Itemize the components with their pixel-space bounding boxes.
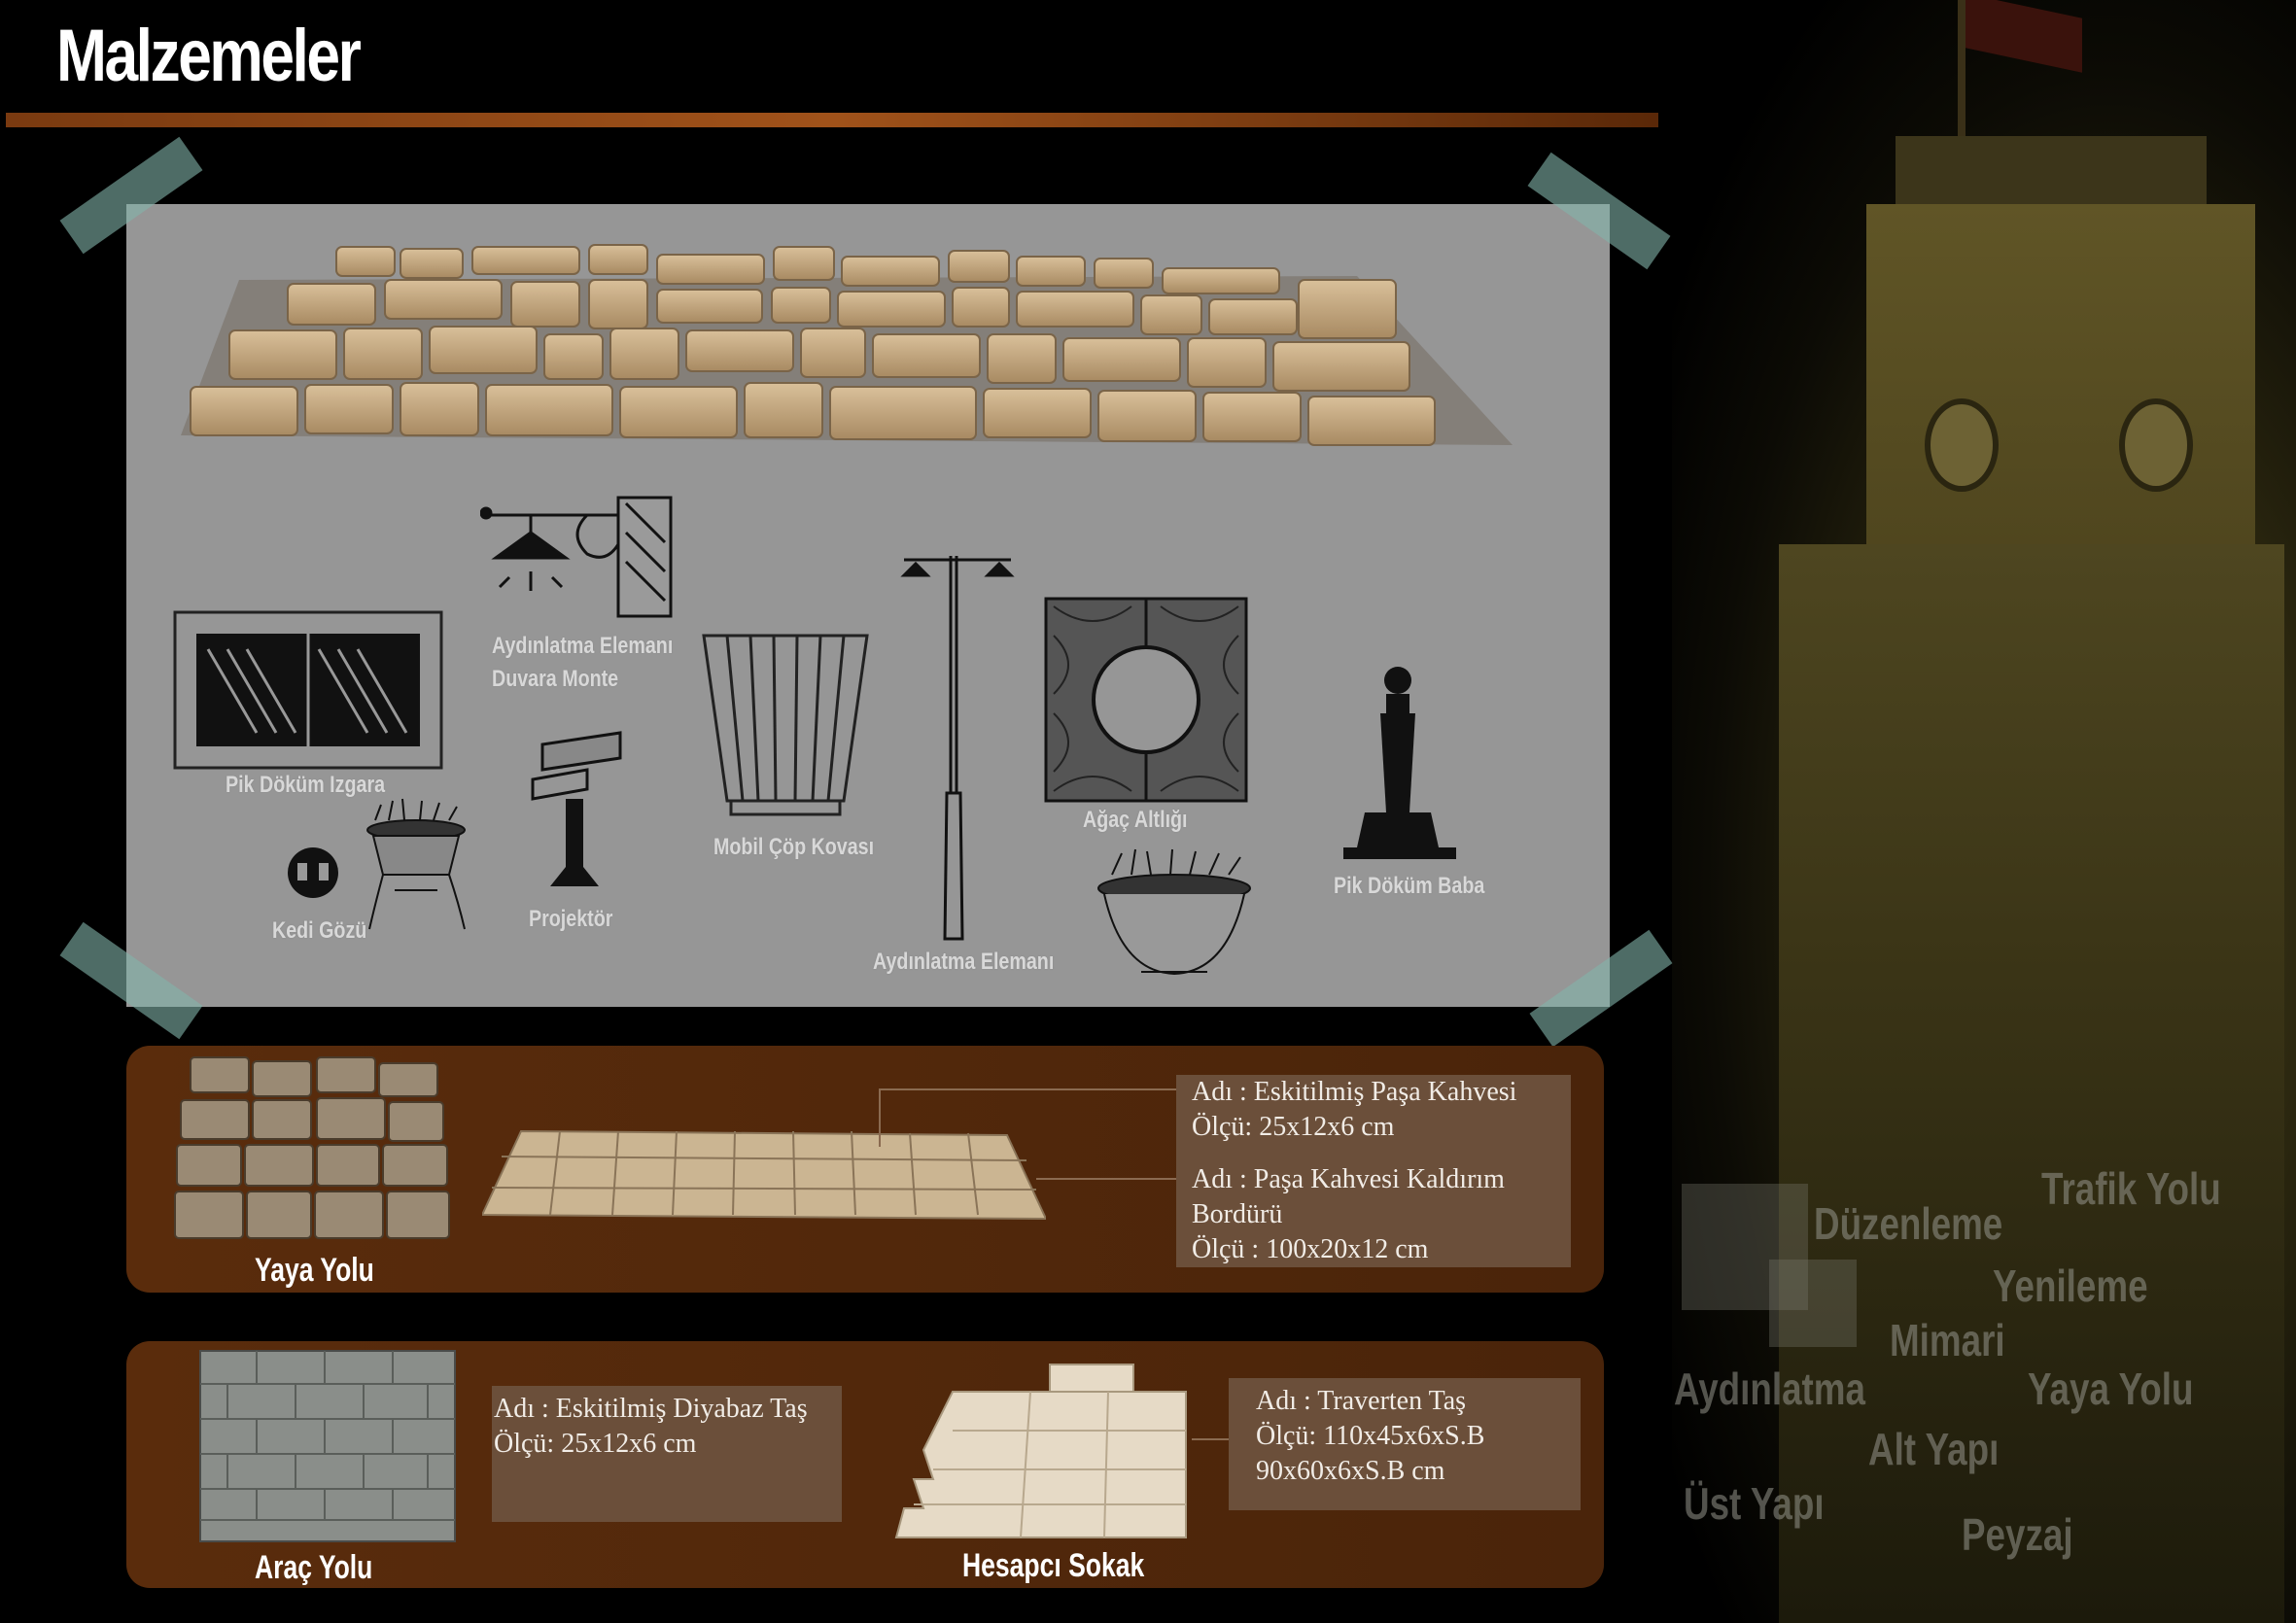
tree-grate-drawing — [1044, 597, 1248, 803]
keyword-alt-yapi: Alt Yapı — [1868, 1424, 2000, 1474]
keyword-yaya-yolu: Yaya Yolu — [2028, 1364, 2194, 1414]
travertine-info-box: Adı : Traverten Taş Ölçü: 110x45x6xS.B 9… — [1229, 1378, 1581, 1510]
pedestrian-pavement-image — [482, 1129, 1046, 1221]
travertine-stone-sample — [894, 1364, 1187, 1538]
keyword-aydinlatma: Aydınlatma — [1674, 1364, 1865, 1414]
flagpole — [1958, 0, 1966, 146]
keyword-box — [1682, 1184, 1808, 1310]
street-lamp-label: Aydınlatma Elemanı — [873, 949, 1055, 975]
clock-face-left — [1925, 398, 1999, 492]
stone-pavement-image — [181, 244, 1513, 446]
keyword-trafik-yolu: Trafik Yolu — [2041, 1163, 2221, 1214]
clock-tower-base — [1779, 544, 2284, 1623]
connector-line — [1036, 1178, 1178, 1180]
trash-bin-drawing — [702, 634, 869, 816]
tree-grate-label: Ağaç Altlığı — [1083, 807, 1188, 833]
wall-lamp-drawing — [480, 496, 673, 618]
pedestrian-stone-sample — [174, 1056, 450, 1239]
tower-crown — [1896, 136, 2207, 214]
cats-eye-label: Kedi Gözü — [272, 917, 367, 944]
keyword-peyzaj: Peyzaj — [1962, 1509, 2073, 1560]
projector-drawing — [531, 731, 622, 886]
street-lamp-drawing — [900, 556, 1015, 941]
flower-bowl-drawing — [1097, 848, 1251, 976]
keyword-duzenleme: Düzenleme — [1814, 1198, 2003, 1249]
street-caption: Hesapcı Sokak — [962, 1547, 1145, 1584]
connector-line — [879, 1088, 881, 1147]
trash-bin-label: Mobil Çöp Kovası — [713, 834, 875, 860]
clock-face-right — [2119, 398, 2193, 492]
vehicle-road-caption: Araç Yolu — [255, 1549, 373, 1586]
connector-line — [879, 1088, 1178, 1090]
title-underline — [6, 113, 1658, 127]
pedestrian-info-box: Adı : Eskitilmiş Paşa Kahvesi Ölçü: 25x1… — [1176, 1075, 1571, 1267]
connector-line — [1192, 1438, 1231, 1440]
page-title: Malzemeler — [56, 15, 362, 97]
keyword-ust-yapi: Üst Yapı — [1684, 1478, 1825, 1529]
projector-label: Projektör — [529, 906, 613, 932]
keyword-box — [1769, 1260, 1857, 1347]
cast-iron-grate-drawing — [173, 610, 443, 770]
keyword-yenileme: Yenileme — [1993, 1260, 2148, 1311]
planter-stand-drawing — [366, 798, 466, 930]
diabase-stone-sample — [199, 1350, 456, 1542]
bollard-drawing — [1343, 667, 1456, 859]
diabase-info-box: Adı : Eskitilmiş Diyabaz Taş Ölçü: 25x12… — [492, 1386, 842, 1522]
bollard-label: Pik Döküm Baba — [1334, 873, 1485, 899]
pedestrian-caption: Yaya Yolu — [255, 1252, 374, 1289]
keyword-mimari: Mimari — [1890, 1315, 2005, 1365]
wall-lamp-label: Aydınlatma Elemanı Duvara Monte — [492, 633, 674, 692]
cats-eye-drawing — [288, 847, 338, 898]
grate-label: Pik Döküm Izgara — [226, 772, 386, 798]
